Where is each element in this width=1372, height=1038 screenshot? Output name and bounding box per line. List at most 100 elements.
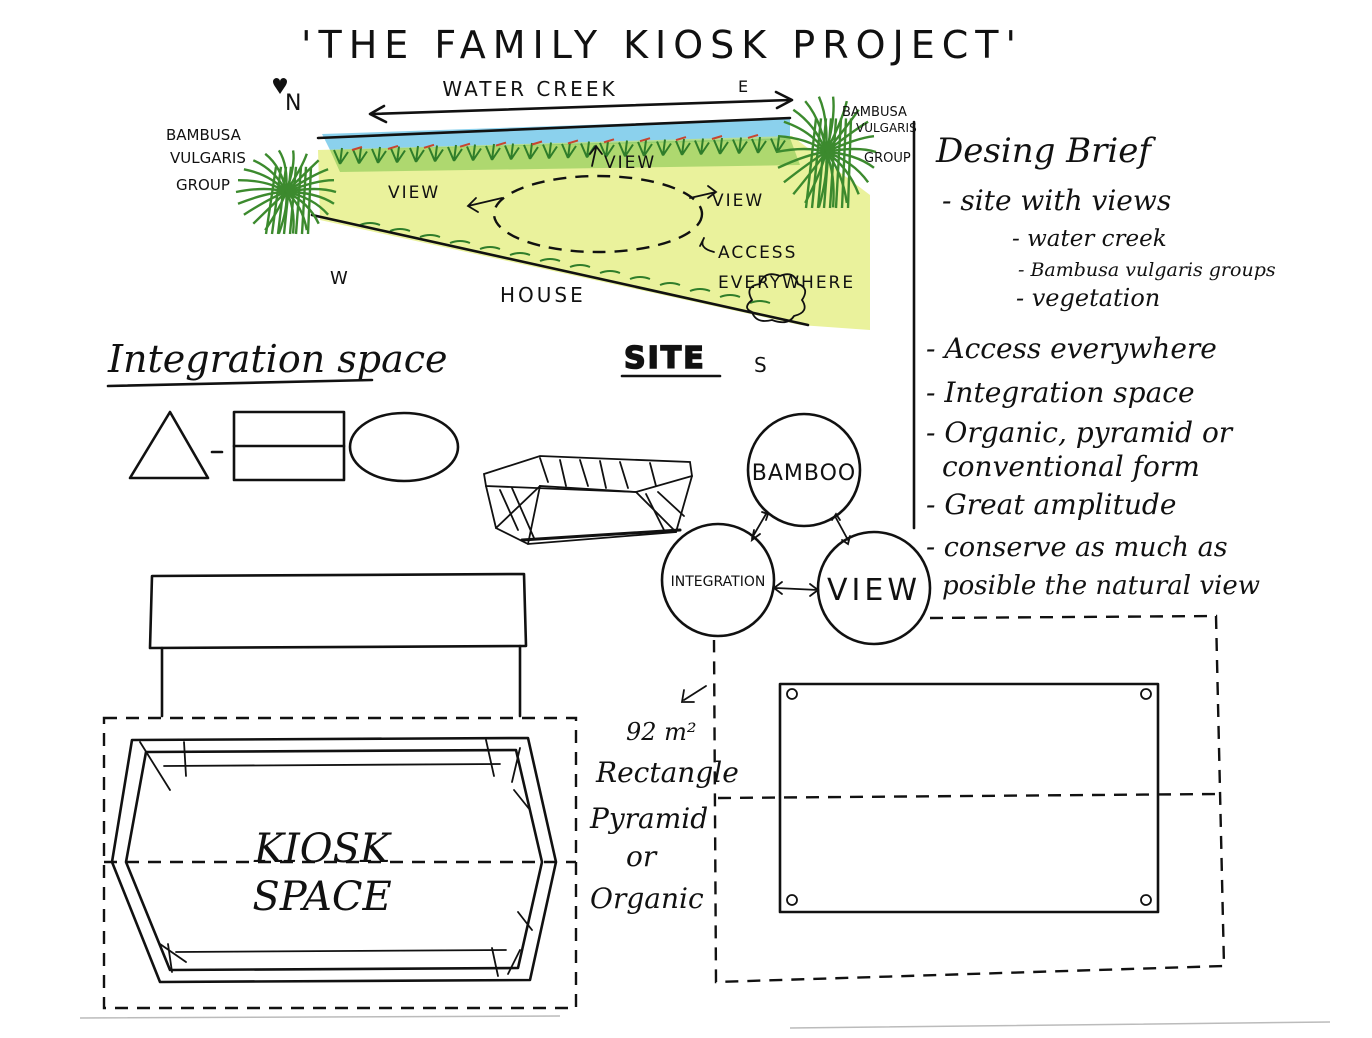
sketch-stroke	[270, 166, 283, 235]
sketch-stroke	[409, 145, 425, 163]
compass-north: N	[285, 91, 301, 116]
sketch-stroke	[294, 166, 303, 235]
sketch-stroke	[306, 166, 313, 235]
view-label-right: VIEW	[712, 191, 764, 211]
kiosk-option: Rectangle	[595, 756, 739, 789]
design-brief: Desing Brief - site with views - water c…	[926, 131, 1276, 601]
area-arrow	[680, 685, 707, 703]
kiosk-option: Pyramid	[589, 802, 708, 835]
sketch-stroke	[747, 133, 759, 139]
svg-text:BAMBUSA: BAMBUSA	[166, 126, 242, 144]
access-label-2: EVERYWHERE	[718, 273, 855, 293]
view-circle-label: VIEW	[827, 573, 921, 608]
sketch-stroke	[509, 252, 531, 256]
sketch-stroke	[531, 140, 543, 146]
site-boundary-north	[316, 116, 792, 140]
sketch-stroke	[732, 137, 748, 155]
bamboo-label-right: BAMBUSA VULGARIS GROUP	[842, 105, 917, 166]
sketch-stroke	[675, 136, 687, 142]
view-label-top: VIEW	[604, 153, 656, 173]
compass-south: S	[754, 353, 767, 377]
sketch-stroke	[828, 118, 838, 209]
shrub-icon	[746, 273, 807, 324]
sketch-stroke	[288, 166, 298, 235]
sketch-stroke	[447, 144, 463, 162]
sketch-stroke	[603, 138, 615, 144]
sketch-stroke	[523, 142, 539, 160]
kiosk-area: 92 m²	[626, 718, 697, 746]
sketch-stroke	[466, 144, 482, 162]
sketch-stroke	[389, 228, 411, 232]
sketch-stroke	[387, 144, 399, 150]
sketch-stroke	[629, 276, 651, 280]
corner-post	[1140, 688, 1152, 700]
sketch-stroke	[656, 139, 672, 157]
sketch-stroke	[751, 136, 767, 154]
integration-space-heading: Integration space	[107, 337, 448, 381]
access-arrow	[699, 237, 715, 253]
sketch-stroke	[459, 142, 471, 148]
bamboo-structure-sketch	[482, 455, 694, 545]
integration-circle	[660, 522, 776, 638]
access-label-1: ACCESS	[718, 243, 797, 263]
sketch-stroke	[599, 270, 621, 274]
compass-west: W	[330, 268, 348, 289]
brief-line: - Integration space	[926, 376, 1195, 409]
sketch-stroke	[485, 143, 501, 161]
bamboo-group-right	[775, 96, 877, 209]
kiosk-joint-marks	[139, 739, 533, 977]
site-plan: WATER CREEK VIEW VIEW VIEW ACCESS EVERYW…	[166, 77, 917, 378]
elevation-roof	[148, 572, 528, 650]
svg-text:BAMBUSA: BAMBUSA	[842, 105, 907, 120]
integration-view-arrow	[772, 581, 820, 597]
plant-strokes	[333, 136, 786, 304]
brief-line: posible the natural view	[942, 571, 1260, 601]
sketch-stroke	[825, 135, 875, 154]
sketch-stroke	[561, 141, 577, 159]
sketch-stroke	[824, 96, 835, 153]
kiosk-option: Organic	[590, 882, 704, 915]
kiosk-space-label-2: SPACE	[252, 874, 391, 920]
brief-line: - Access everywhere	[926, 332, 1217, 365]
sketch-stroke	[276, 166, 288, 235]
sketch-stroke	[300, 166, 308, 235]
corner-post	[1140, 894, 1152, 906]
sketch-stroke	[419, 234, 441, 238]
bamboo-label-left: BAMBUSA VULGARIS GROUP	[166, 126, 246, 194]
sketch-stroke	[599, 140, 615, 158]
sketch-stroke	[539, 258, 561, 262]
compass-east: E	[738, 77, 748, 96]
sketch-stroke	[639, 137, 651, 143]
sketch-stroke	[825, 150, 875, 169]
site-boundary-west	[310, 213, 810, 327]
sketch-stroke	[675, 138, 691, 156]
kiosk-rectangle	[778, 682, 1160, 914]
kiosk-plan-rectangle	[712, 614, 1226, 984]
brief-line: - conserve as much as	[926, 532, 1228, 563]
corner-post	[786, 688, 798, 700]
bamboo-view-arrow	[831, 512, 851, 546]
kiosk-plan: KIOSK SPACE	[102, 716, 578, 1010]
vegetation-area	[318, 136, 870, 330]
sketch-stroke	[618, 140, 634, 158]
sketch-stroke	[542, 142, 558, 160]
brief-line: conventional form	[942, 450, 1200, 483]
brief-line: - Organic, pyramid or	[926, 416, 1234, 449]
water-creek-arrow	[370, 98, 792, 116]
integration-circle-label: INTEGRATION	[671, 574, 766, 590]
sketch-stroke	[567, 139, 579, 145]
water-creek-label: WATER CREEK	[442, 77, 617, 101]
view-arrow-up	[589, 144, 603, 167]
svg-text:VULGARIS: VULGARIS	[170, 149, 246, 167]
sketch-stroke	[569, 264, 591, 268]
kiosk-site-oval	[492, 174, 704, 254]
sketch-stroke	[846, 118, 853, 209]
sketch-stroke	[495, 141, 507, 147]
sketch-stroke	[810, 118, 823, 209]
view-arrow-right	[689, 185, 718, 199]
integration-space: Integration space	[106, 337, 460, 483]
brief-line: - Great amplitude	[926, 488, 1176, 521]
sketch-stroke	[659, 282, 681, 286]
bamboo-group-left	[235, 149, 337, 235]
kiosk-frame-beam	[163, 763, 507, 953]
